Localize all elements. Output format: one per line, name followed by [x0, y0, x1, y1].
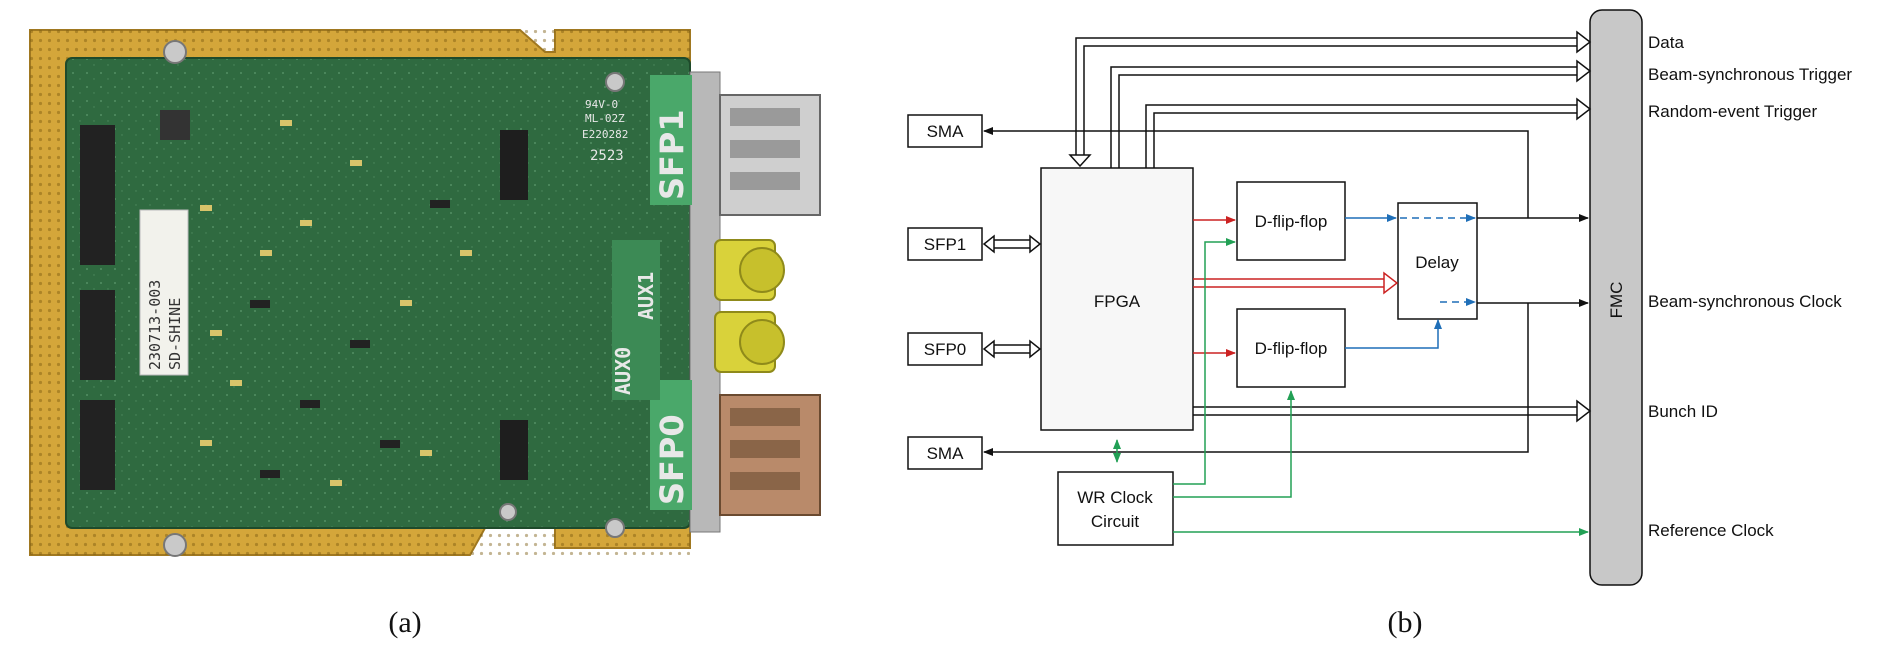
fpga-label: FPGA [1094, 292, 1141, 311]
screws [163, 40, 625, 557]
dff-bottom-block [1236, 308, 1346, 388]
sfp1-label-bg [650, 75, 692, 205]
red-paths [1193, 216, 1399, 357]
smd-components [200, 120, 472, 486]
delay-label: Delay [1415, 253, 1459, 272]
dff-top-label: D-flip-flop [1255, 212, 1328, 231]
sfp-links [982, 234, 1042, 359]
mounting-bracket [689, 71, 721, 533]
label-sticker [139, 209, 189, 376]
sfp0-label: SFP0 [653, 414, 691, 505]
output-label-ref-clock: Reference Clock [1648, 521, 1774, 540]
wr-clock-label-2: Circuit [1091, 512, 1139, 531]
board-id-text: 94V-0 [585, 98, 618, 111]
sfp0-box [907, 332, 983, 366]
output-label-data: Data [1648, 33, 1684, 52]
aux0-label: AUX0 [611, 347, 635, 395]
sma-top-box [907, 114, 983, 148]
sfp0-label-bg [650, 380, 692, 510]
dff-bottom-label: D-flip-flop [1255, 339, 1328, 358]
sticker-text-1: 230713-003 [146, 280, 164, 370]
fmc-connector [1589, 9, 1643, 586]
sfp1-label: SFP1 [653, 109, 691, 200]
aux-label-bg [612, 240, 660, 400]
chip [80, 125, 115, 265]
smd-dark [250, 200, 450, 478]
bunch-id-bus [1193, 399, 1592, 423]
caption-b: (b) [1388, 606, 1423, 639]
wr-clock-label-1: WR Clock [1077, 488, 1153, 507]
output-label-beam-trigger: Beam-synchronous Trigger [1648, 65, 1852, 84]
dff-top-block [1236, 181, 1346, 261]
board-id-text: ML-02Z [585, 112, 625, 125]
chip [80, 290, 115, 380]
inductor [160, 110, 190, 140]
chip [80, 400, 115, 490]
sma-top-line [983, 127, 1529, 218]
sma-bottom-box [907, 436, 983, 470]
sfp1-box [907, 227, 983, 261]
sfp1-box-label: SFP1 [924, 235, 967, 254]
wr-clock-block [1057, 471, 1174, 546]
sma-bottom-line [983, 303, 1529, 456]
output-label-random-trigger: Random-event Trigger [1648, 102, 1817, 121]
board-photo: 230713-003 SD-SHINE 94V-0 ML-02Z E220282… [29, 29, 821, 557]
block-diagram: FMC Data Beam-synchronous Trigger Random… [907, 9, 1852, 586]
sticker-text-2: SD-SHINE [166, 298, 184, 370]
delay-outputs [1477, 214, 1589, 307]
cert-code-text: E220282 [582, 128, 628, 141]
fpga-top-buses [1068, 30, 1592, 168]
chip [500, 130, 528, 200]
sma-top-label: SMA [927, 122, 965, 141]
blue-paths [1345, 214, 1476, 349]
batch-text: 2523 [590, 148, 624, 164]
fpga-block [1040, 167, 1194, 431]
chip [500, 420, 528, 480]
output-label-beam-clock: Beam-synchronous Clock [1648, 292, 1842, 311]
aux1-label: AUX1 [634, 272, 658, 320]
delay-block [1397, 202, 1478, 320]
output-label-bunch-id: Bunch ID [1648, 402, 1718, 421]
fmc-label: FMC [1607, 282, 1626, 319]
sma-bottom-label: SMA [927, 444, 965, 463]
caption-a: (a) [388, 606, 421, 639]
green-paths [1113, 238, 1589, 536]
sfp0-box-label: SFP0 [924, 340, 967, 359]
